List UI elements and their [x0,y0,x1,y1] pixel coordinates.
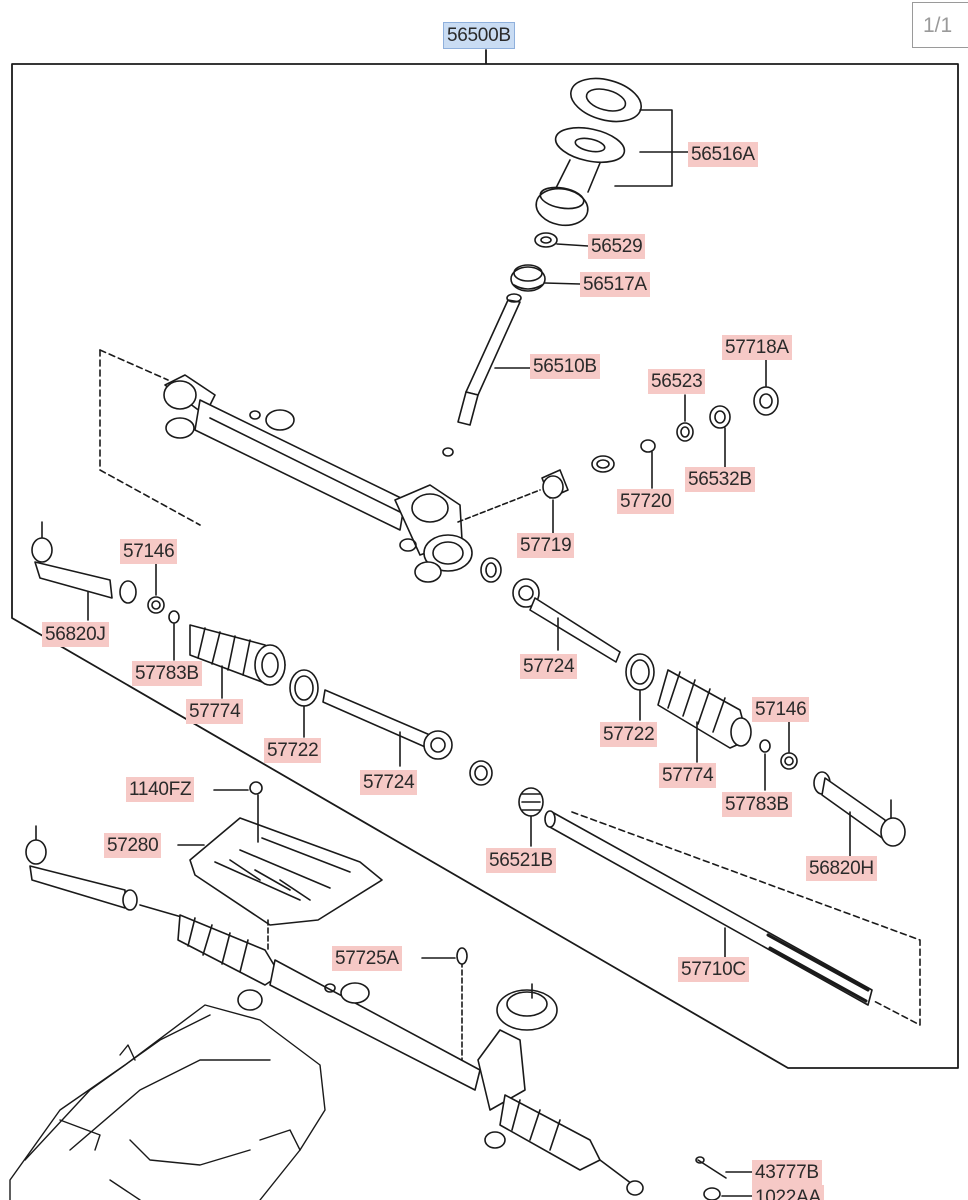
part-label-57718A[interactable]: 57718A [722,335,792,360]
rack-bar [544,810,921,1026]
bottom-fasteners [695,1156,753,1200]
part-label-1140FZ[interactable]: 1140FZ [126,777,195,802]
part-label-57774-right[interactable]: 57774 [659,763,717,788]
part-label-57724-right[interactable]: 57724 [520,654,578,679]
tie-rod-end-right [813,771,906,857]
assembly-frame [11,49,959,1069]
page-indicator: 1/1 [912,2,968,48]
rack-guide-57719 [541,469,569,535]
dust-cover-assembly [535,77,691,227]
washer-56529 [534,232,589,248]
rack-housing-upper [99,349,541,583]
part-label-57146-left[interactable]: 57146 [120,539,178,564]
part-label-57783B-right[interactable]: 57783B [722,792,792,817]
inner-tie-rod-left [322,557,502,786]
part-label-57722-left[interactable]: 57722 [264,738,322,763]
part-label-56529[interactable]: 56529 [588,234,646,259]
complete-rack-assembly [25,825,644,1196]
part-label-56510B[interactable]: 56510B [530,354,600,379]
part-label-1022AA[interactable]: 1022AA [752,1185,824,1200]
part-label-57725A[interactable]: 57725A [332,946,402,971]
part-label-57774-left[interactable]: 57774 [186,699,244,724]
pinion-bearing [518,787,544,847]
part-label-56521B[interactable]: 56521B [486,848,556,873]
part-label-56517A[interactable]: 56517A [580,272,650,297]
boot-left [189,624,319,738]
part-label-57722-right[interactable]: 57722 [600,722,658,747]
inner-tie-rod-right [512,578,621,663]
part-label-56523[interactable]: 56523 [648,369,706,394]
part-label-57783B-left[interactable]: 57783B [132,661,202,686]
part-label-57719[interactable]: 57719 [517,533,575,558]
tie-rod-end-left [31,521,180,661]
boot-right [625,653,798,791]
pinion-shaft [442,293,531,457]
assembly-label-56500B[interactable]: 56500B [443,22,515,49]
part-label-56820H[interactable]: 56820H [806,856,877,881]
part-label-57720[interactable]: 57720 [617,489,675,514]
yoke-parts [591,359,779,489]
part-label-56532B[interactable]: 56532B [685,467,755,492]
vehicle-illustration [9,1004,326,1200]
part-label-57724-left[interactable]: 57724 [360,770,418,795]
part-label-56516A[interactable]: 56516A [688,142,758,167]
part-label-57146-right[interactable]: 57146 [752,697,810,722]
heat-shield [177,781,383,951]
part-label-56820J[interactable]: 56820J [42,622,109,647]
part-label-43777B[interactable]: 43777B [752,1160,822,1185]
cap-56517A [510,264,581,292]
part-label-57710C[interactable]: 57710C [678,957,749,982]
part-label-57280[interactable]: 57280 [104,833,162,858]
